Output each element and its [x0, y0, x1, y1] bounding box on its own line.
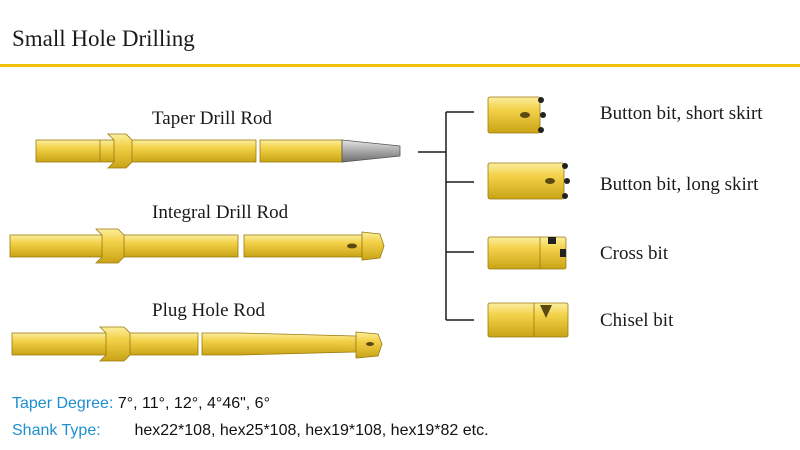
bit-label-long-skirt: Button bit, long skirt	[600, 174, 759, 195]
bit-label-short-skirt: Button bit, short skirt	[600, 103, 763, 124]
taper-degree-key: Taper Degree:	[12, 395, 114, 412]
taper-drill-rod	[35, 133, 401, 169]
button-bit-short-skirt	[487, 96, 546, 134]
integral-drill-rod	[9, 228, 385, 264]
taper-degree-row: Taper Degree: 7°, 11°, 12°, 4°46", 6°	[12, 395, 270, 413]
shank-type-key: Shank Type:	[12, 422, 101, 439]
rod-label-taper: Taper Drill Rod	[152, 108, 273, 129]
bracket-connector	[418, 111, 474, 321]
rod-label-plug-hole: Plug Hole Rod	[152, 300, 265, 321]
cross-bit	[487, 236, 567, 270]
bit-label-cross: Cross bit	[600, 243, 669, 264]
plug-hole-rod	[11, 326, 383, 362]
taper-degree-value: 7°, 11°, 12°, 4°46", 6°	[117, 395, 270, 412]
button-bit-long-skirt	[487, 162, 570, 200]
shank-type-row: Shank Type: hex22*108, hex25*108, hex19*…	[12, 422, 489, 440]
rod-label-integral: Integral Drill Rod	[152, 202, 289, 223]
bit-label-chisel: Chisel bit	[600, 310, 674, 331]
page-title: Small Hole Drilling	[12, 26, 195, 51]
title-underline	[0, 64, 800, 67]
chisel-bit	[487, 302, 569, 338]
shank-type-value: hex22*108, hex25*108, hex19*108, hex19*8…	[134, 422, 489, 439]
